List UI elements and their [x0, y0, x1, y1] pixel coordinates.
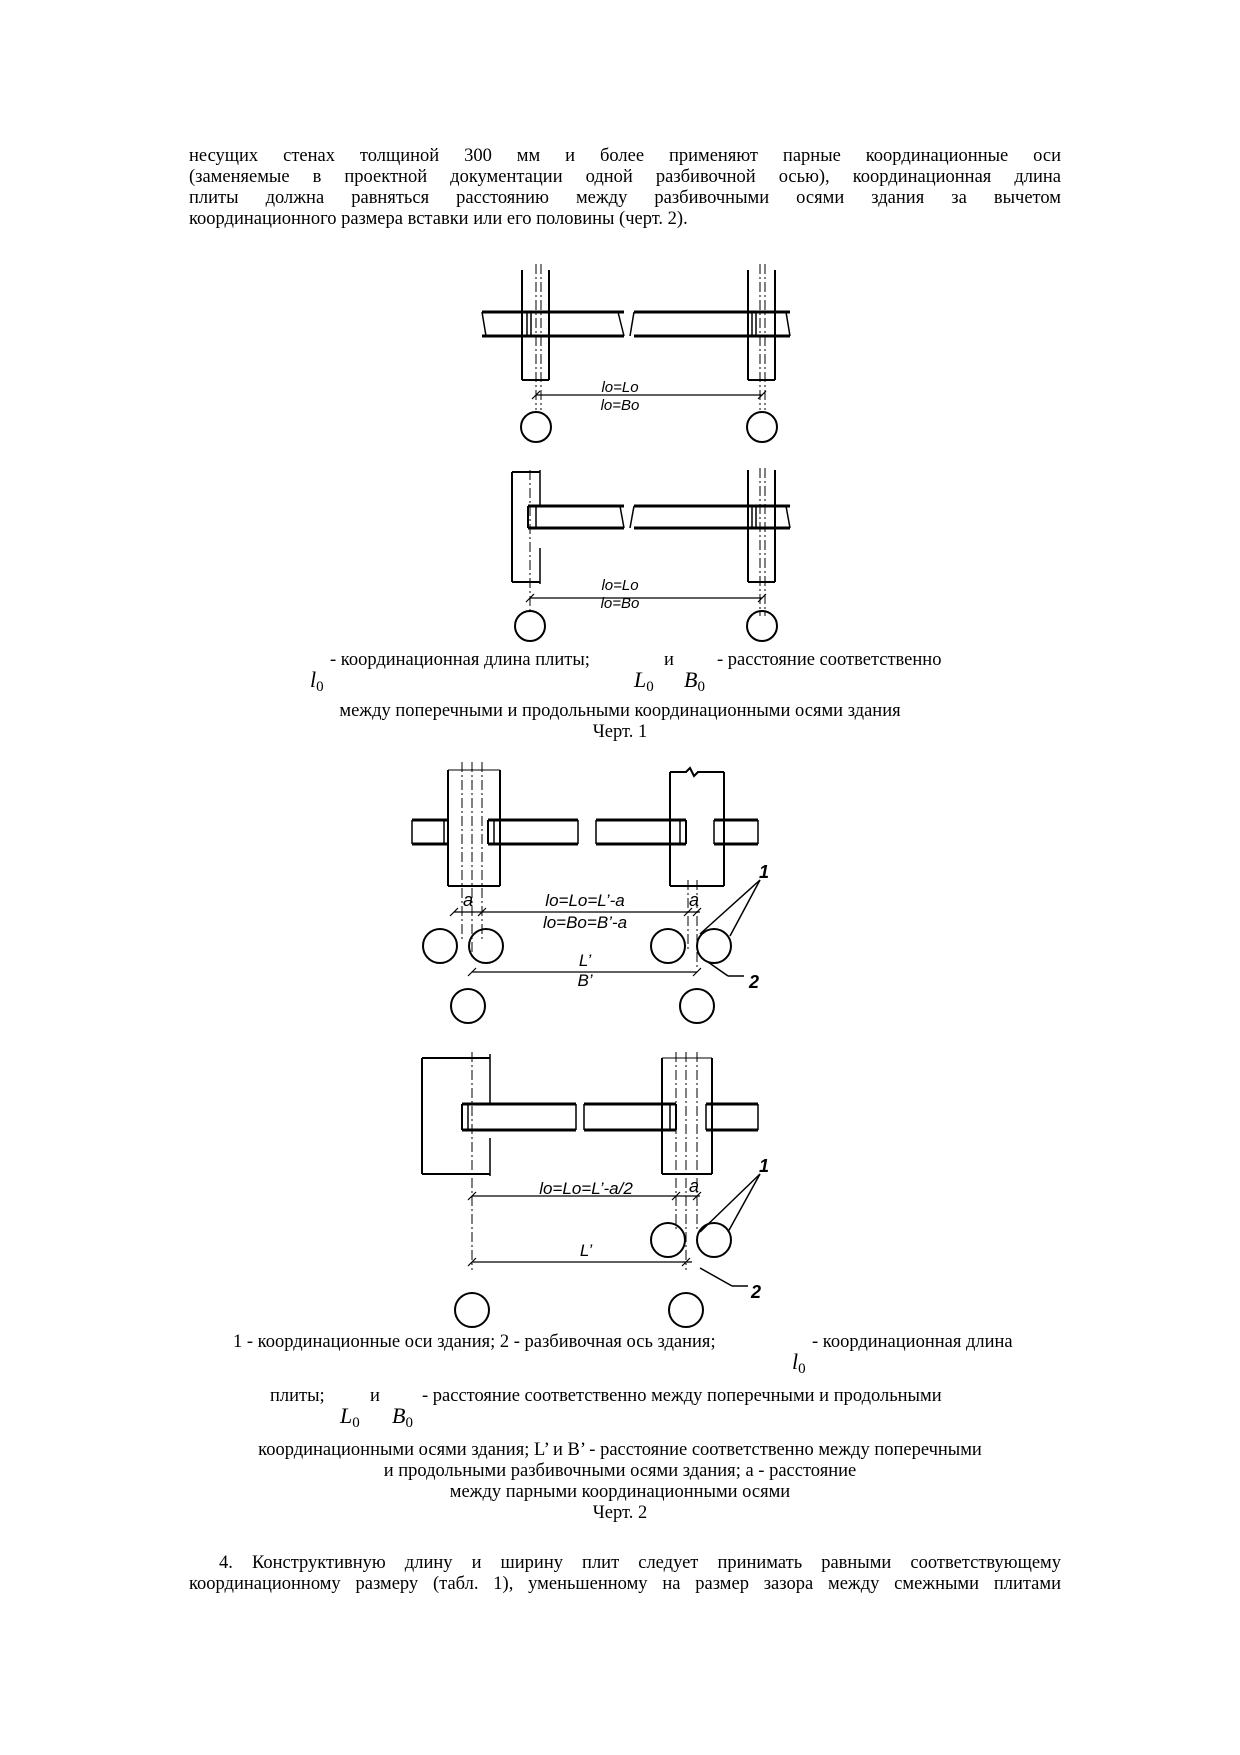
fig2-top-L: L’	[579, 951, 592, 970]
figure-2-drawing-top	[411, 762, 761, 1024]
fig1-title: Черт. 1	[592, 722, 648, 742]
fig1-dim-label-lo-Lo: lo=Lo	[601, 379, 638, 396]
fig1-caption-line-2: между поперечными и продольными координа…	[339, 701, 901, 721]
fig2-caption-line-1b: - координационная длина	[812, 1332, 1013, 1352]
fig2-caption-line-2b: и	[370, 1386, 380, 1406]
fig2-caption-line-2a: плиты;	[270, 1386, 325, 1406]
figure-1-dimension-labels-bottom: lo=Lo lo=Bo	[601, 577, 640, 612]
fig1-caption-part-c: - расстояние соответственно	[717, 650, 942, 670]
fig2-top-dim-1: lo=Lo=L’-a	[545, 891, 624, 910]
fig2-symbol-L0: L0	[340, 1403, 360, 1432]
figure-1-drawing-bottom	[511, 468, 791, 642]
fig2-callout-2: 2	[748, 972, 759, 992]
fig2-title: Черт. 2	[592, 1503, 648, 1523]
intro-line-2: (заменяемые в проектной документации одн…	[189, 167, 1061, 187]
fig1-symbol-l0: l0	[310, 667, 324, 696]
fig2-top-B: B’	[577, 971, 592, 990]
section-4-line-2: координационному размеру (табл. 1), умен…	[189, 1574, 1061, 1594]
intro-line-3: плиты должна равняться расстоянию между …	[189, 188, 1061, 208]
fig2-caption-line-4: и продольными разбивочными осями здания;…	[383, 1461, 857, 1481]
fig2-caption-line-3: координационными осями здания; L’ и В’ -…	[258, 1440, 982, 1460]
intro-line-1: несущих стенах толщиной 300 мм и более п…	[189, 146, 1061, 166]
fig2-label-a-right: a	[689, 890, 699, 910]
fig2-symbol-l0: l0	[792, 1349, 806, 1378]
fig2-label-a-bottom: a	[689, 1176, 699, 1196]
fig1-symbol-L0: L0	[634, 667, 654, 696]
fig1-dim-label-lo-Lo-2: lo=Lo	[601, 577, 638, 594]
fig1-caption-part-a: - координационная длина плиты;	[330, 650, 590, 670]
fig2-caption-line-5: между парными координационными осями	[449, 1482, 791, 1502]
fig2-caption-line-1a: 1 - координационные оси здания; 2 - разб…	[233, 1332, 716, 1352]
fig2-symbol-B0: B0	[392, 1403, 413, 1432]
fig2-top-dim-2: lo=Bo=B’-a	[543, 913, 627, 932]
fig2-bottom-dim: lo=Lo=L’-a/2	[539, 1179, 633, 1198]
figure-2-labels-bottom: lo=Lo=L’-a/2 a L’ 1 2	[539, 1156, 769, 1302]
fig1-caption-part-b: и	[664, 650, 674, 670]
figure-2-drawing-bottom	[421, 1052, 761, 1328]
fig1-dim-label-lo-Bo-2: lo=Bo	[601, 595, 640, 612]
fig2-bottom-L: L’	[580, 1241, 593, 1260]
figure-1-drawing-top	[481, 264, 791, 443]
fig1-symbol-B0: B0	[684, 667, 705, 696]
fig2-caption-line-2c: - расстояние соответственно между попере…	[422, 1386, 942, 1406]
section-4-line-1: 4. Конструктивную длину и ширину плит сл…	[219, 1553, 1061, 1573]
fig2-callout-1-bottom: 1	[759, 1156, 769, 1176]
fig2-callout-1: 1	[759, 862, 769, 882]
figure-1-dimension-labels-top: lo=Lo lo=Bo	[601, 379, 640, 414]
intro-line-4: координационного размера вставки или его…	[189, 209, 688, 229]
figure-2-labels-top: a a lo=Lo=L’-a lo=Bo=B’-a L’ B’ 1 2	[463, 862, 769, 992]
fig2-callout-2-bottom: 2	[750, 1282, 761, 1302]
fig2-label-a-left: a	[463, 890, 473, 910]
fig1-dim-label-lo-Bo: lo=Bo	[601, 397, 640, 414]
